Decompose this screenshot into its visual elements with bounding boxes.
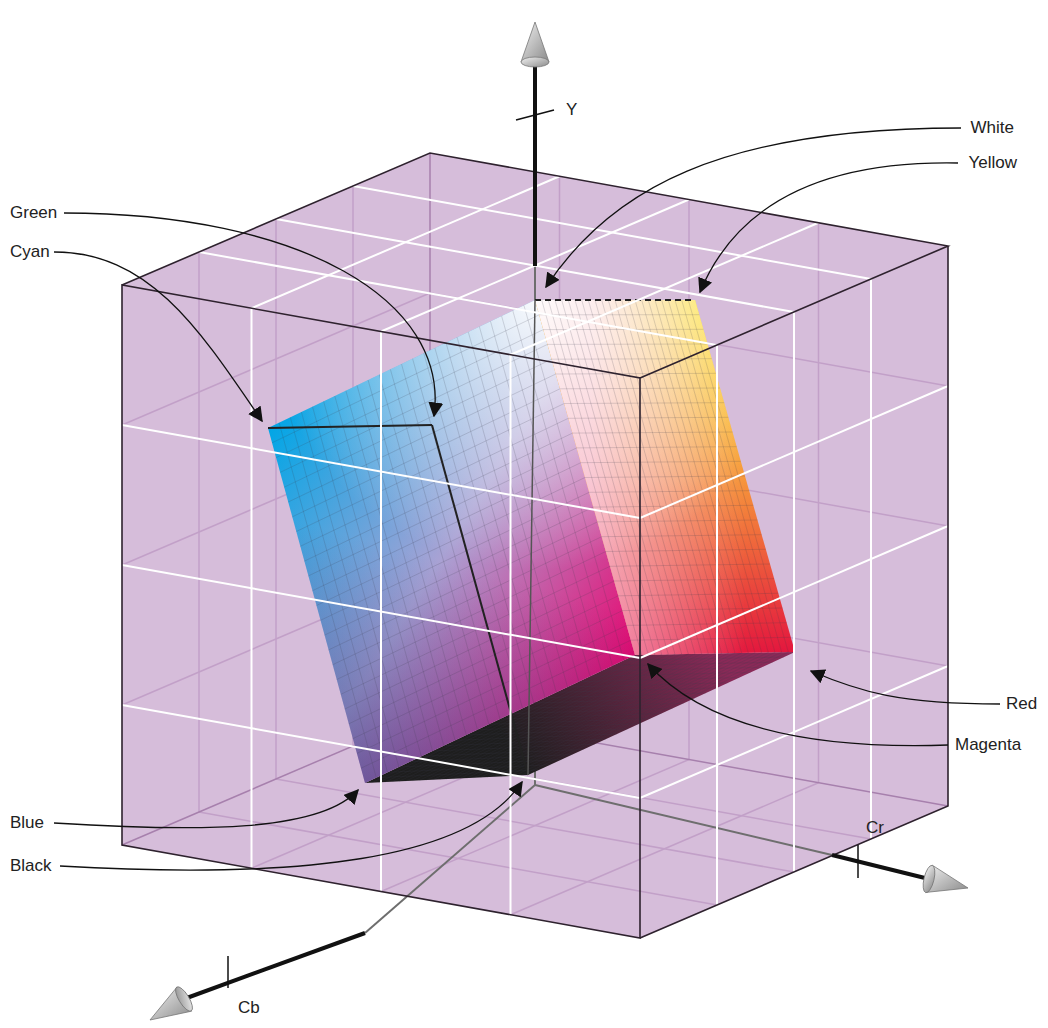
mesh-line bbox=[655, 300, 755, 653]
rgb-face-white-glow bbox=[535, 300, 795, 655]
mesh-line bbox=[447, 654, 716, 780]
mesh-line bbox=[467, 653, 735, 778]
leader-lines bbox=[54, 128, 1000, 870]
mesh-line bbox=[346, 391, 444, 746]
mesh-line bbox=[675, 300, 775, 652]
mesh-line bbox=[631, 637, 791, 640]
rgb-face-white-yellow-red-magenta bbox=[535, 300, 795, 655]
mesh-line bbox=[335, 396, 433, 751]
front-grid bbox=[122, 176, 948, 915]
mesh-line bbox=[601, 667, 761, 671]
color-label: Magenta bbox=[955, 735, 1021, 755]
axis-ticks bbox=[228, 110, 858, 988]
mesh-line bbox=[324, 401, 422, 756]
color-label: Cyan bbox=[10, 242, 50, 262]
mesh-line bbox=[279, 423, 376, 778]
mesh-line bbox=[368, 380, 466, 735]
color-label: Black bbox=[10, 856, 52, 876]
mesh-line bbox=[474, 653, 742, 778]
color-label: Cb bbox=[238, 998, 260, 1018]
mesh-line bbox=[618, 593, 778, 596]
mesh-line bbox=[613, 662, 773, 665]
outer-cube-edges bbox=[122, 153, 948, 938]
mesh-line bbox=[501, 653, 769, 777]
color-label: Blue bbox=[10, 813, 44, 833]
color-label: Cr bbox=[866, 818, 884, 838]
outer-cube-fill bbox=[122, 153, 948, 938]
mesh-line bbox=[392, 655, 662, 782]
mesh-line bbox=[628, 300, 728, 653]
mesh-line bbox=[585, 476, 745, 478]
mesh-line bbox=[426, 654, 695, 780]
color-label: Red bbox=[1006, 694, 1037, 714]
mesh-line bbox=[622, 300, 722, 653]
mesh-line bbox=[313, 407, 411, 762]
mesh-line bbox=[406, 654, 675, 781]
mesh-line bbox=[610, 564, 770, 566]
mesh-line bbox=[598, 520, 758, 522]
mesh-line bbox=[433, 654, 702, 780]
color-label: Yellow bbox=[968, 153, 1017, 173]
axis-cones bbox=[150, 22, 968, 1020]
mesh-line bbox=[390, 369, 488, 724]
color-label: Y bbox=[566, 100, 577, 120]
mesh-line bbox=[514, 652, 781, 775]
mesh-line bbox=[624, 657, 784, 660]
mesh-line bbox=[662, 300, 762, 653]
mesh-line bbox=[623, 608, 783, 611]
mesh-line bbox=[590, 673, 751, 677]
axes bbox=[184, 62, 929, 999]
mesh-line bbox=[627, 623, 787, 626]
mesh-line bbox=[379, 375, 477, 730]
mesh-line bbox=[579, 678, 740, 682]
mesh-line bbox=[642, 300, 742, 653]
mesh-line bbox=[614, 579, 774, 581]
hidden-grid bbox=[122, 176, 948, 915]
mesh-line bbox=[487, 653, 755, 777]
rgb-hidden-edges bbox=[268, 300, 695, 775]
mesh-line bbox=[453, 653, 721, 778]
rgb-face-pink-overlay bbox=[535, 300, 795, 655]
mesh-line bbox=[357, 385, 455, 740]
mesh-line bbox=[593, 505, 753, 507]
mesh-line bbox=[635, 300, 735, 653]
mesh-line bbox=[668, 300, 768, 653]
mesh-line bbox=[606, 549, 766, 551]
color-label: Green bbox=[10, 203, 57, 223]
mesh-line bbox=[440, 654, 709, 780]
mesh-line bbox=[481, 653, 749, 777]
mesh-line bbox=[589, 491, 749, 493]
y-axis-through-cube bbox=[528, 300, 535, 775]
mesh-line bbox=[602, 535, 762, 537]
color-label: White bbox=[971, 118, 1014, 138]
